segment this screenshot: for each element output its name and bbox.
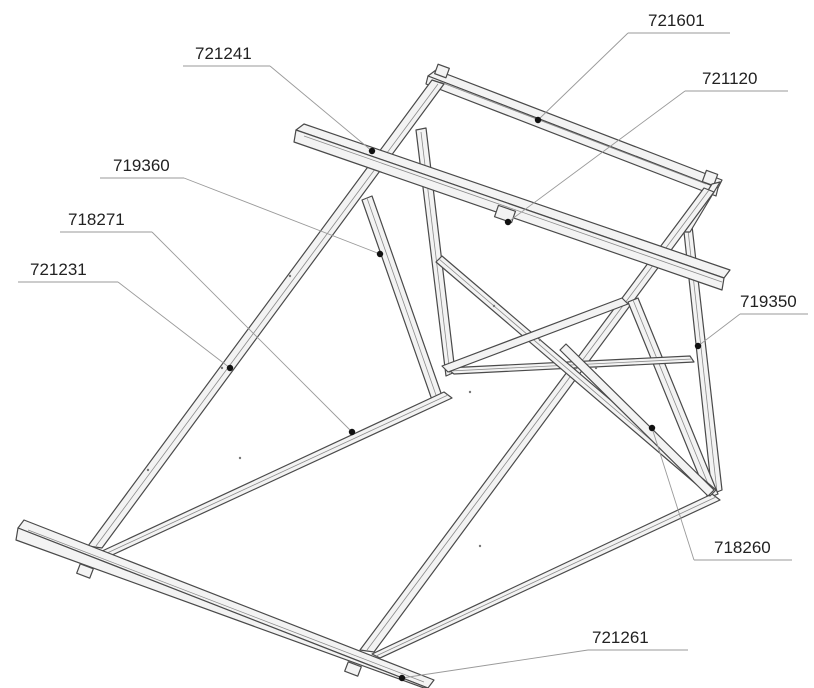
callout-marker (226, 364, 234, 372)
callout-marker (648, 424, 656, 432)
callout-721601: 721601 (534, 11, 730, 124)
callout-label: 721601 (648, 11, 705, 30)
right-lower-diagonal (559, 343, 715, 497)
callout-marker (534, 116, 542, 124)
callout-719350: 719350 (694, 292, 808, 350)
callout-label: 721231 (30, 260, 87, 279)
callout-label: 721120 (702, 69, 757, 88)
callout-721231: 721231 (18, 260, 234, 372)
callout-label: 718271 (68, 210, 125, 229)
callout-marker (348, 428, 356, 436)
bolt-holes (146, 274, 598, 548)
front-top-rail (293, 123, 731, 291)
callout-719360: 719360 (100, 156, 384, 258)
callout-721241: 721241 (183, 44, 376, 155)
callout-718271: 718271 (60, 210, 356, 436)
callout-marker (504, 218, 512, 226)
rear-cross-brace (435, 255, 717, 497)
callout-marker (694, 342, 702, 350)
frame-structure (15, 63, 731, 688)
callout-marker (398, 674, 406, 682)
callout-label: 721241 (195, 44, 252, 63)
callout-label: 718260 (714, 538, 771, 557)
right-support-strut (627, 297, 719, 499)
back-top-rail (425, 63, 723, 197)
callout-marker (368, 147, 376, 155)
callout-label: 719360 (113, 156, 170, 175)
callout-marker (376, 250, 384, 258)
right-base-rail (371, 493, 721, 659)
callout-718260: 718260 (648, 424, 792, 561)
callout-label: 719350 (740, 292, 797, 311)
front-bottom-rail (15, 519, 435, 688)
callout-label: 721261 (592, 628, 649, 647)
callout-721120: 721120 (504, 69, 788, 226)
callout-721261: 721261 (398, 628, 688, 682)
